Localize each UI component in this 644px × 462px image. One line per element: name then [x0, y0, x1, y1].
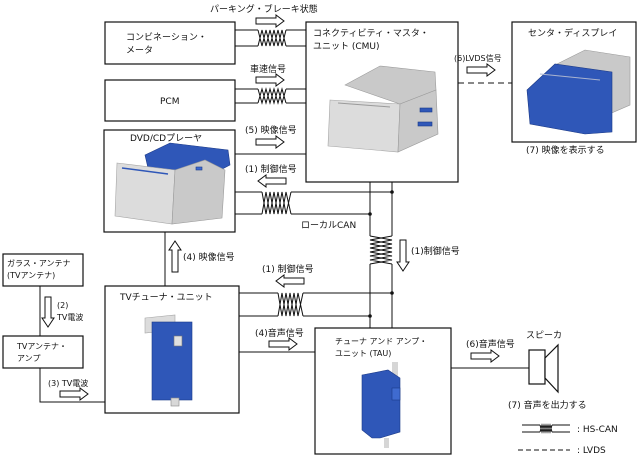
- tv-wave-2-label: TV電波: [56, 312, 83, 322]
- tau-node: チューナ アンド アンプ・ ユニット (TAU): [314, 327, 452, 455]
- speaker-icon: [528, 349, 546, 385]
- pcm-node: PCM: [104, 79, 236, 122]
- tau-label: チューナ アンド アンプ・: [335, 337, 427, 346]
- combination-meter-node: コンビネーション・ メータ: [104, 21, 236, 65]
- center-display-node: センタ・ディスプレイ (7) 映像を表示する: [511, 21, 637, 156]
- control-dvd-label: (1) 制御信号: [245, 163, 297, 175]
- dvd-player-label: DVD/CDプレーヤ: [130, 133, 202, 144]
- signal-video-5: (5) 映像信号: [245, 124, 297, 149]
- cmu-label-2: ユニット (CMU): [313, 42, 380, 52]
- tau-device-image: [361, 362, 401, 448]
- arrow-left-icon: [275, 274, 305, 288]
- pcm-label: PCM: [160, 97, 179, 107]
- lvds-6-label: (6)LVDS信号: [454, 53, 502, 63]
- legend-lvds-label: : LVDS: [577, 446, 606, 456]
- arrow-left-icon: [257, 174, 287, 188]
- arrow-right-icon: [268, 337, 298, 351]
- cmu-label: コネクティビティ・マスタ・: [313, 28, 429, 39]
- signal-vehicle-speed: 車速信号: [250, 63, 286, 87]
- signal-tv-wave-2: (2) TV電波: [41, 296, 83, 328]
- dvd-player-node: DVD/CDプレーヤ: [103, 129, 236, 233]
- arrow-right-icon: [470, 349, 500, 363]
- legend-hs-can: : HS-CAN: [522, 423, 618, 435]
- audio-6-label: (6)音声信号: [466, 338, 515, 350]
- arrow-down-icon: [396, 239, 410, 272]
- arrow-right-icon: [255, 73, 285, 87]
- signal-audio-6: (6)音声信号: [466, 338, 515, 363]
- arrow-right-icon: [466, 63, 496, 77]
- tv-wave-3-label: (3) TV電波: [48, 378, 88, 388]
- control-tuner-label: (1) 制御信号: [262, 263, 314, 275]
- cmu-device-image: [327, 65, 439, 153]
- parking-brake-label: パーキング・ブレーキ状態: [210, 3, 318, 15]
- tv-tuner-label: TVチューナ・ユニット: [119, 292, 213, 303]
- tv-tuner-device-image: [144, 314, 193, 407]
- arrow-up-icon: [168, 240, 182, 273]
- twisted-pair-icon: [539, 423, 553, 434]
- arrow-right-icon: [255, 14, 285, 28]
- legend: : HS-CAN : LVDS: [518, 423, 618, 456]
- speaker-label: スピーカ: [526, 330, 562, 341]
- combination-meter-label-2: メータ: [126, 45, 153, 56]
- center-display-device-image: [526, 49, 631, 135]
- control-vertical-label: (1)制御信号: [411, 245, 460, 257]
- audio-4-label: (4)音声信号: [255, 327, 304, 339]
- tau-label-2: ユニット (TAU): [335, 349, 391, 358]
- cmu-node: コネクティビティ・マスタ・ ユニット (CMU): [305, 21, 459, 183]
- dvd-player-device-image: [114, 142, 231, 225]
- glass-antenna-label-2: (TVアンテナ): [7, 271, 55, 280]
- speaker-caption: (7) 音声を出力する: [508, 399, 587, 411]
- video-5-label: (5) 映像信号: [245, 124, 297, 136]
- signal-control-vertical: (1)制御信号: [396, 239, 460, 272]
- arrow-down-icon: [41, 296, 55, 328]
- legend-lvds: : LVDS: [518, 446, 606, 456]
- center-display-label: センタ・ディスプレイ: [528, 27, 617, 39]
- wires: [39, 29, 529, 403]
- video-4-label: (4) 映像信号: [183, 251, 235, 263]
- tv-antenna-amp-label-2: アンプ: [17, 354, 40, 363]
- signal-tv-wave-3: (3) TV電波: [48, 378, 89, 401]
- tv-wave-2-num-label: (2): [57, 301, 68, 310]
- signal-audio-4: (4)音声信号: [255, 327, 304, 351]
- arrow-right-icon: [255, 135, 285, 149]
- glass-antenna-label: ガラス・アンテナ: [7, 258, 71, 268]
- local-can-label: ローカルCAN: [301, 220, 356, 231]
- center-display-caption: (7) 映像を表示する: [526, 144, 605, 156]
- legend-hs-can-label: : HS-CAN: [577, 425, 618, 435]
- tv-tuner-node: TVチューナ・ユニット: [104, 285, 240, 414]
- arrow-right-icon: [59, 387, 89, 401]
- combination-meter-label: コンビネーション・: [126, 32, 207, 43]
- signal-control-dvd: (1) 制御信号: [245, 163, 297, 188]
- tv-antenna-amp-node: TVアンテナ・ アンプ: [2, 335, 84, 369]
- vehicle-speed-label: 車速信号: [250, 63, 286, 75]
- signal-lvds-6: (6)LVDS信号: [454, 53, 502, 77]
- signal-parking-brake: パーキング・ブレーキ状態: [210, 3, 318, 28]
- speaker-node: スピーカ (7) 音声を出力する: [508, 330, 587, 411]
- glass-antenna-node: ガラス・アンテナ (TVアンテナ): [2, 253, 84, 287]
- signal-video-4: (4) 映像信号: [168, 240, 235, 273]
- tv-antenna-amp-label: TVアンテナ・: [16, 342, 67, 351]
- signal-control-tuner: (1) 制御信号: [262, 263, 314, 288]
